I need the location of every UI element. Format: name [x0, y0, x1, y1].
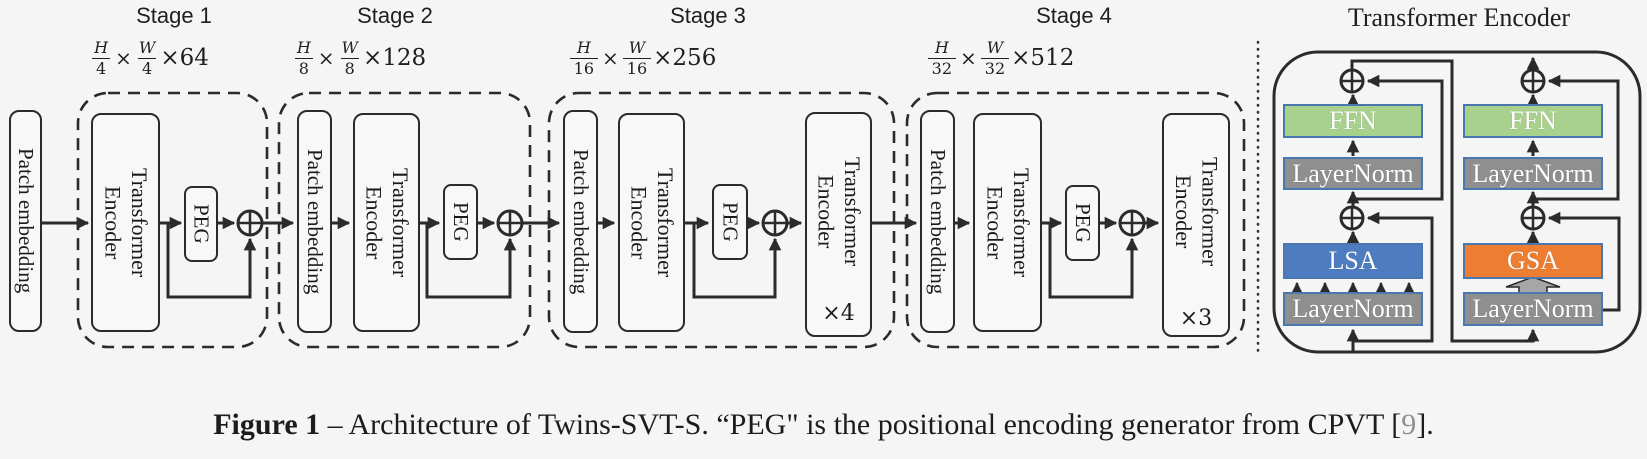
stage-2-patch-embedding-box: Patch embedding [297, 110, 332, 333]
frac-denominator: 32 [980, 57, 1010, 77]
caption-figure-number: Figure 1 [213, 408, 321, 441]
frac-numerator: W [986, 37, 1004, 57]
frac-denominator: 16 [622, 57, 652, 77]
stage-2-peg-box: PEG [443, 184, 478, 260]
stage-4-repeated-encoder-box: Transformer Encoder [1162, 113, 1230, 337]
transformer-encoder-label: Transformer Encoder [361, 167, 413, 278]
stage-1-peg-box: PEG [184, 186, 218, 262]
peg-label: PEG [449, 202, 474, 242]
peg-label: PEG [718, 202, 743, 242]
main-add-nodes [236, 209, 1146, 237]
stage-3-peg-box: PEG [712, 184, 748, 260]
stage-3-repeated-encoder-box: Transformer Encoder [805, 112, 872, 337]
figure-caption: Figure 1 – Architecture of Twins-SVT-S. … [0, 408, 1647, 442]
encoder-panel-title: Transformer Encoder [1347, 3, 1571, 32]
left-ffn-box: FFN [1283, 104, 1423, 138]
channel-count: ×256 [653, 45, 717, 71]
frac-denominator: 4 [92, 57, 111, 77]
plus-circle-icon [496, 209, 524, 237]
stage-3-title: Stage 3 [670, 3, 746, 28]
frac-numerator: H [296, 37, 311, 57]
encoder-panel-outline [1272, 50, 1642, 354]
stage-2-title: Stage 2 [357, 3, 433, 28]
caption-citation: 9 [1401, 408, 1417, 441]
patch-embedding-label: Patch embedding [14, 148, 39, 294]
patch-embedding-label: Patch embedding [303, 148, 328, 295]
frac-denominator: 4 [137, 57, 157, 77]
channel-count: ×64 [160, 45, 209, 71]
frac-numerator: W [341, 37, 358, 57]
left-layernorm-top-box: LayerNorm [1283, 157, 1423, 190]
frac-denominator: 16 [569, 57, 599, 77]
right-ffn-box: FFN [1463, 104, 1603, 138]
frac-denominator: 32 [927, 57, 957, 77]
frac-numerator: H [576, 37, 591, 57]
stage-3-repeat-multiplier: ×4 [822, 301, 855, 326]
stage-1-title: Stage 1 [136, 3, 212, 28]
peg-feedback-loops [166, 223, 1139, 299]
peg-label: PEG [189, 204, 214, 244]
patch-embedding-label: Patch embedding [569, 148, 594, 295]
transformer-encoder-label: Transformer Encoder [1171, 157, 1223, 267]
caption-end: ]. [1416, 408, 1434, 441]
frac-numerator: W [138, 37, 156, 57]
frac-denominator: 8 [340, 57, 359, 77]
frac-numerator: W [628, 37, 646, 57]
plus-circle-icon [1339, 205, 1365, 231]
stage-4-title: Stage 4 [1036, 3, 1112, 28]
channel-count: ×512 [1011, 45, 1075, 71]
peg-label: PEG [1071, 203, 1096, 243]
plus-circle-icon [1520, 205, 1546, 231]
transformer-encoder-label: Transformer Encoder [813, 156, 865, 267]
stage-3-transformer-encoder-box: Transformer Encoder [618, 113, 685, 332]
times-sign: × [602, 46, 619, 70]
stage-2-transformer-encoder-box: Transformer Encoder [353, 113, 420, 332]
patch-embedding-box: Patch embedding [9, 110, 42, 332]
stage-3-patch-embedding-box: Patch embedding [563, 110, 598, 333]
right-layernorm-bottom-box: LayerNorm [1463, 292, 1603, 326]
stage-4-patch-embedding-box: Patch embedding [920, 110, 955, 333]
frac-denominator: 8 [294, 57, 313, 77]
stage-4-transformer-encoder-box: Transformer Encoder [973, 113, 1042, 332]
plus-circle-icon [1339, 68, 1365, 94]
right-layernorm-top-box: LayerNorm [1463, 157, 1603, 190]
transformer-encoder-label: Transformer Encoder [982, 167, 1034, 278]
plus-circle-icon [236, 209, 264, 237]
transformer-encoder-label: Transformer Encoder [626, 167, 678, 278]
frac-numerator: H [94, 37, 109, 57]
times-sign: × [960, 46, 977, 70]
transformer-encoder-label: Transformer Encoder [100, 167, 152, 278]
stage-4-repeat-multiplier: ×3 [1179, 306, 1213, 331]
plus-circle-icon [1118, 209, 1146, 237]
caption-text: – Architecture of Twins-SVT-S. “PEG" is … [320, 408, 1402, 441]
lsa-multi-arrows [1291, 281, 1415, 293]
plus-circle-icon [1520, 68, 1546, 94]
stage-1-transformer-encoder-box: Transformer Encoder [91, 113, 160, 332]
panel-add-nodes [1339, 68, 1546, 231]
left-lsa-box: LSA [1283, 243, 1423, 279]
times-sign: × [115, 46, 132, 70]
patch-embedding-label: Patch embedding [926, 148, 951, 295]
plus-circle-icon [761, 209, 789, 237]
right-gsa-box: GSA [1463, 243, 1603, 279]
channel-count: ×128 [363, 45, 427, 71]
encoder-panel-wires [1346, 56, 1621, 351]
left-layernorm-bottom-box: LayerNorm [1283, 292, 1423, 326]
stage-4-peg-box: PEG [1065, 185, 1100, 261]
frac-numerator: H [934, 37, 949, 57]
times-sign: × [317, 46, 335, 70]
